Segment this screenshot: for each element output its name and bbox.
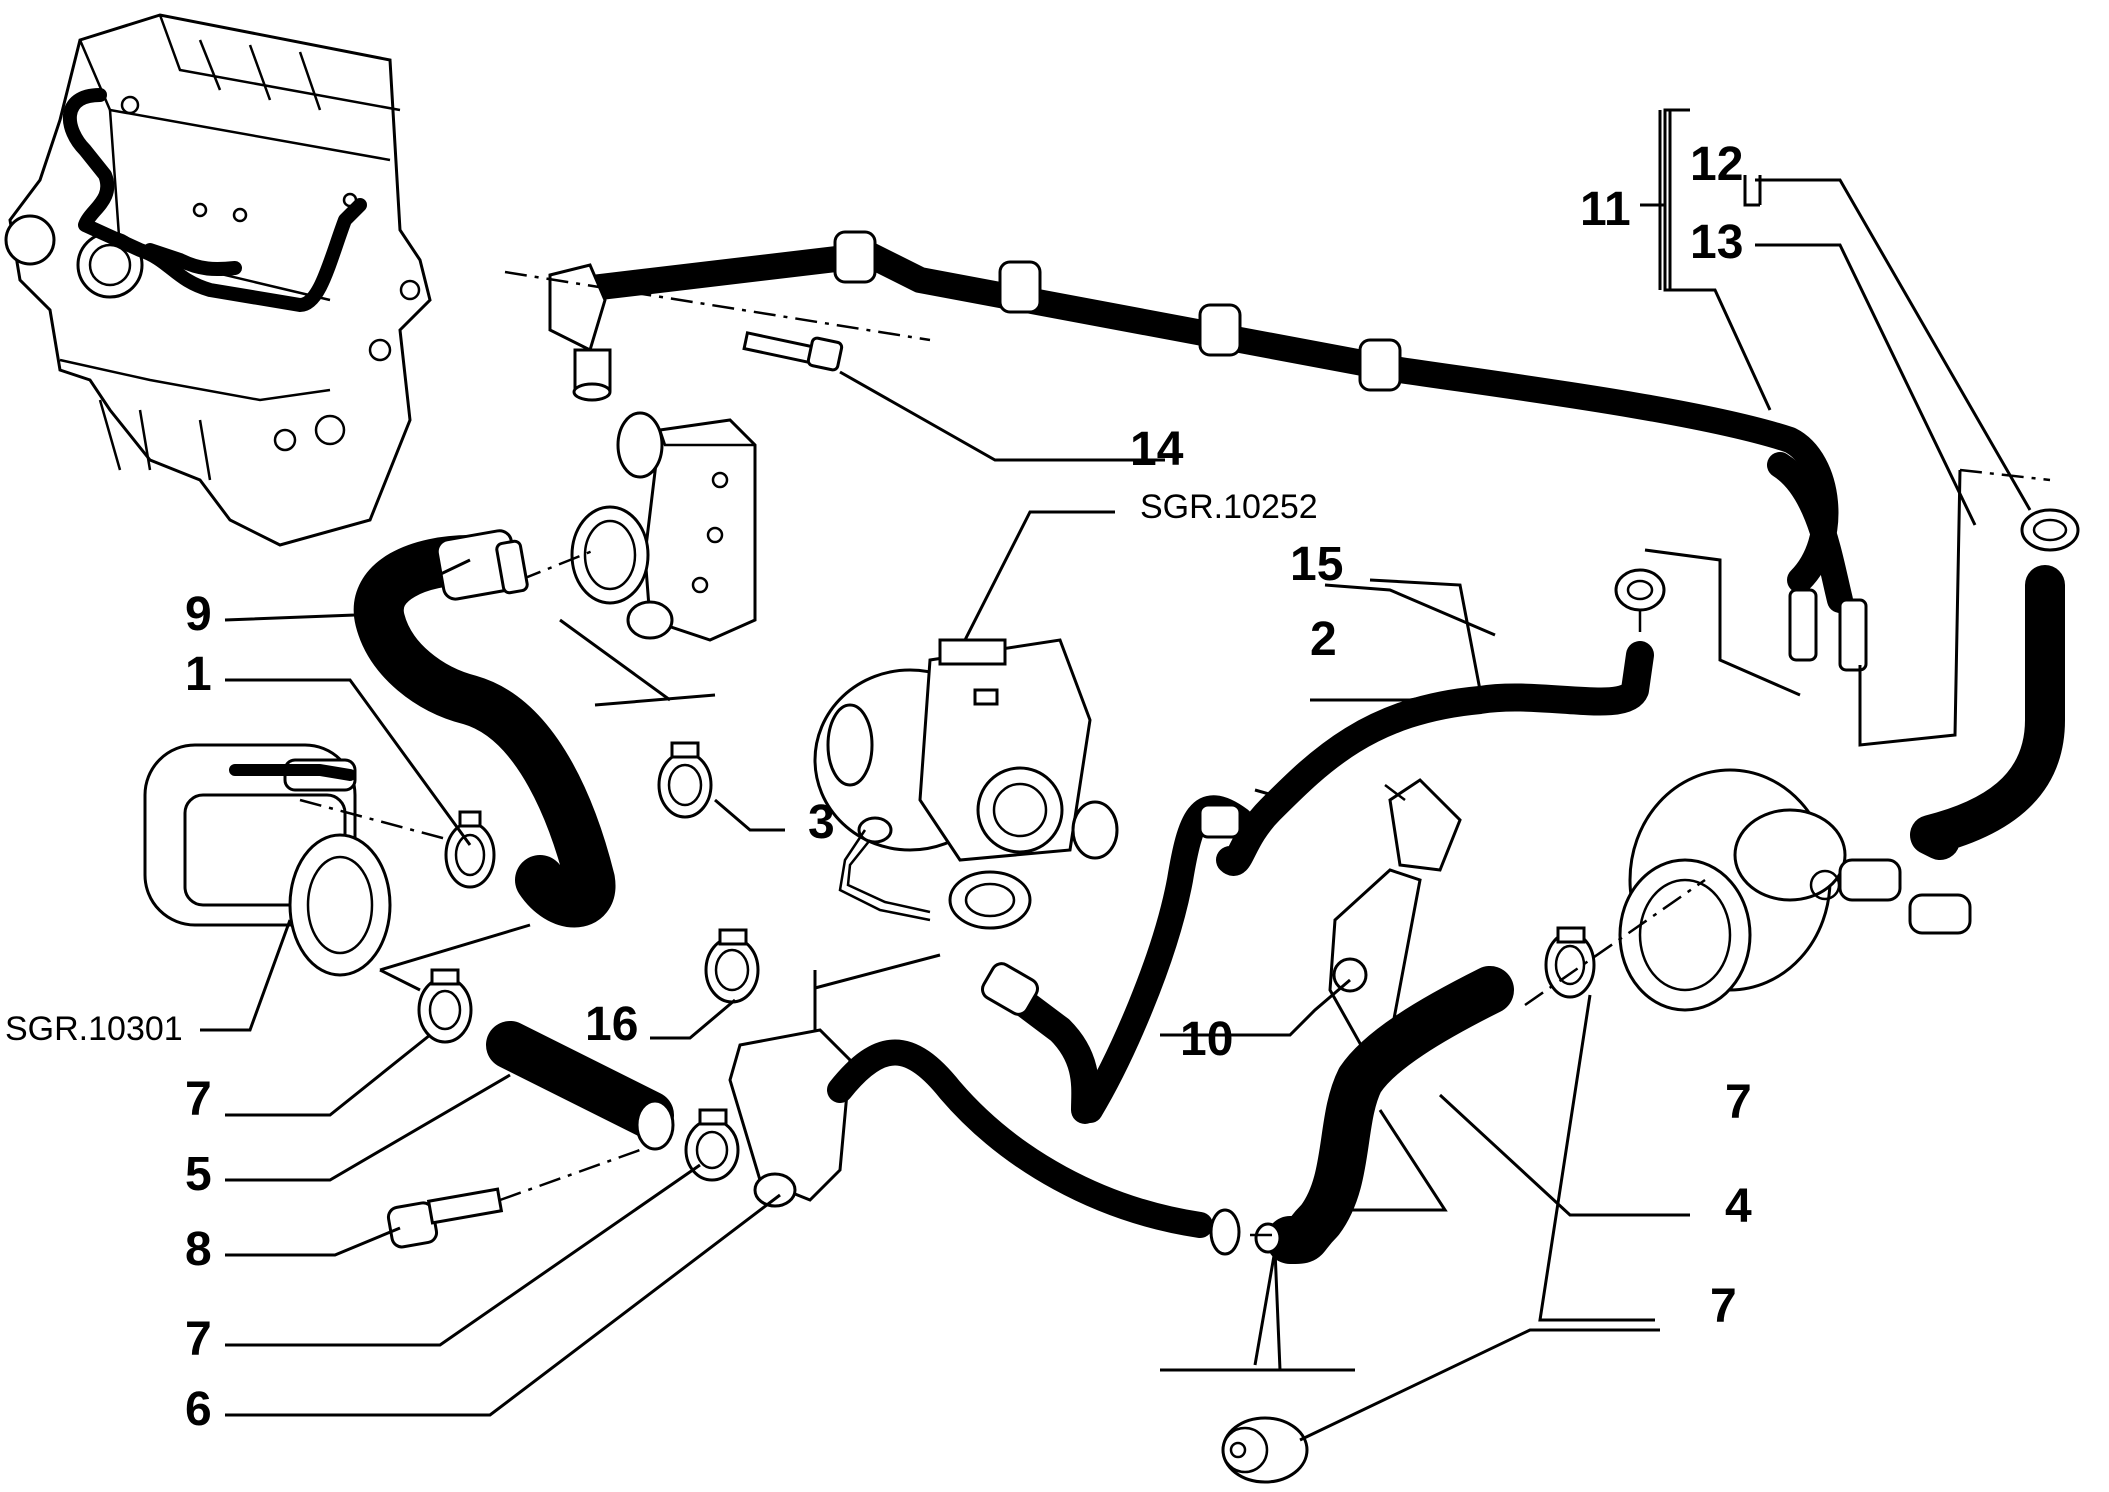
hose-2 [981, 641, 1654, 1124]
callout-4: 4 [1725, 1180, 1752, 1233]
reference-oil-filter-housing: SGR.10301 [5, 1010, 183, 1048]
hose-connector [1160, 1208, 1355, 1372]
oil-filter-housing [143, 743, 451, 977]
reference-turbo: SGR.10252 [1140, 488, 1318, 526]
heater-pipe-assembly [504, 230, 1868, 672]
thermostat-housing [1618, 768, 1972, 1012]
hose-clamp-7-right [1524, 878, 1706, 1007]
hose-clamp-1 [444, 810, 496, 889]
callout-labels: 9 1 7 5 8 7 6 3 16 10 15 2 14 11 12 13 7… [5, 138, 1752, 1436]
guide-line [379, 923, 531, 972]
hose-clamp-7-left [417, 968, 473, 1044]
callout-10: 10 [1180, 1013, 1233, 1066]
coolant-outlet-flange [519, 411, 757, 707]
callout-5: 5 [185, 1148, 212, 1201]
callout-1: 1 [185, 648, 212, 701]
hose-clamp-16 [704, 928, 760, 1004]
callout-15: 15 [1290, 538, 1343, 591]
callout-2: 2 [1310, 613, 1337, 666]
callout-13: 13 [1690, 216, 1743, 269]
hose-clamp-3 [657, 741, 713, 819]
callout-7-bottom: 7 [1710, 1280, 1737, 1333]
group-bracket-11 [1663, 108, 1680, 292]
hose-9 [353, 529, 616, 928]
guide-line [379, 968, 421, 992]
hose-5 [486, 1021, 675, 1151]
callout-12: 12 [1690, 138, 1743, 191]
callout-8: 8 [185, 1223, 212, 1276]
callout-6: 6 [185, 1383, 212, 1436]
hose-clamp-7-bottom [1221, 1416, 1309, 1484]
hose-4 [1266, 966, 1514, 1264]
hose-clamp-15 [1614, 548, 1801, 697]
callout-11: 11 [1580, 183, 1631, 236]
callout-9: 9 [185, 588, 212, 641]
turbocharger [813, 638, 1119, 1050]
callout-16: 16 [585, 998, 638, 1051]
callout-7-right: 7 [1725, 1076, 1752, 1129]
bolt-14 [742, 331, 844, 372]
callout-7-left: 7 [185, 1073, 212, 1126]
bracket-10 [1328, 778, 1462, 1074]
bolt-8 [386, 1148, 641, 1249]
hose-12-13 [1858, 468, 2080, 860]
callout-7-lower: 7 [185, 1313, 212, 1366]
pipe-6 [728, 1028, 1213, 1238]
engine-block-illustration [4, 13, 432, 547]
callout-3: 3 [808, 796, 835, 849]
callout-14: 14 [1130, 423, 1184, 476]
leader-lines [200, 108, 2032, 1442]
